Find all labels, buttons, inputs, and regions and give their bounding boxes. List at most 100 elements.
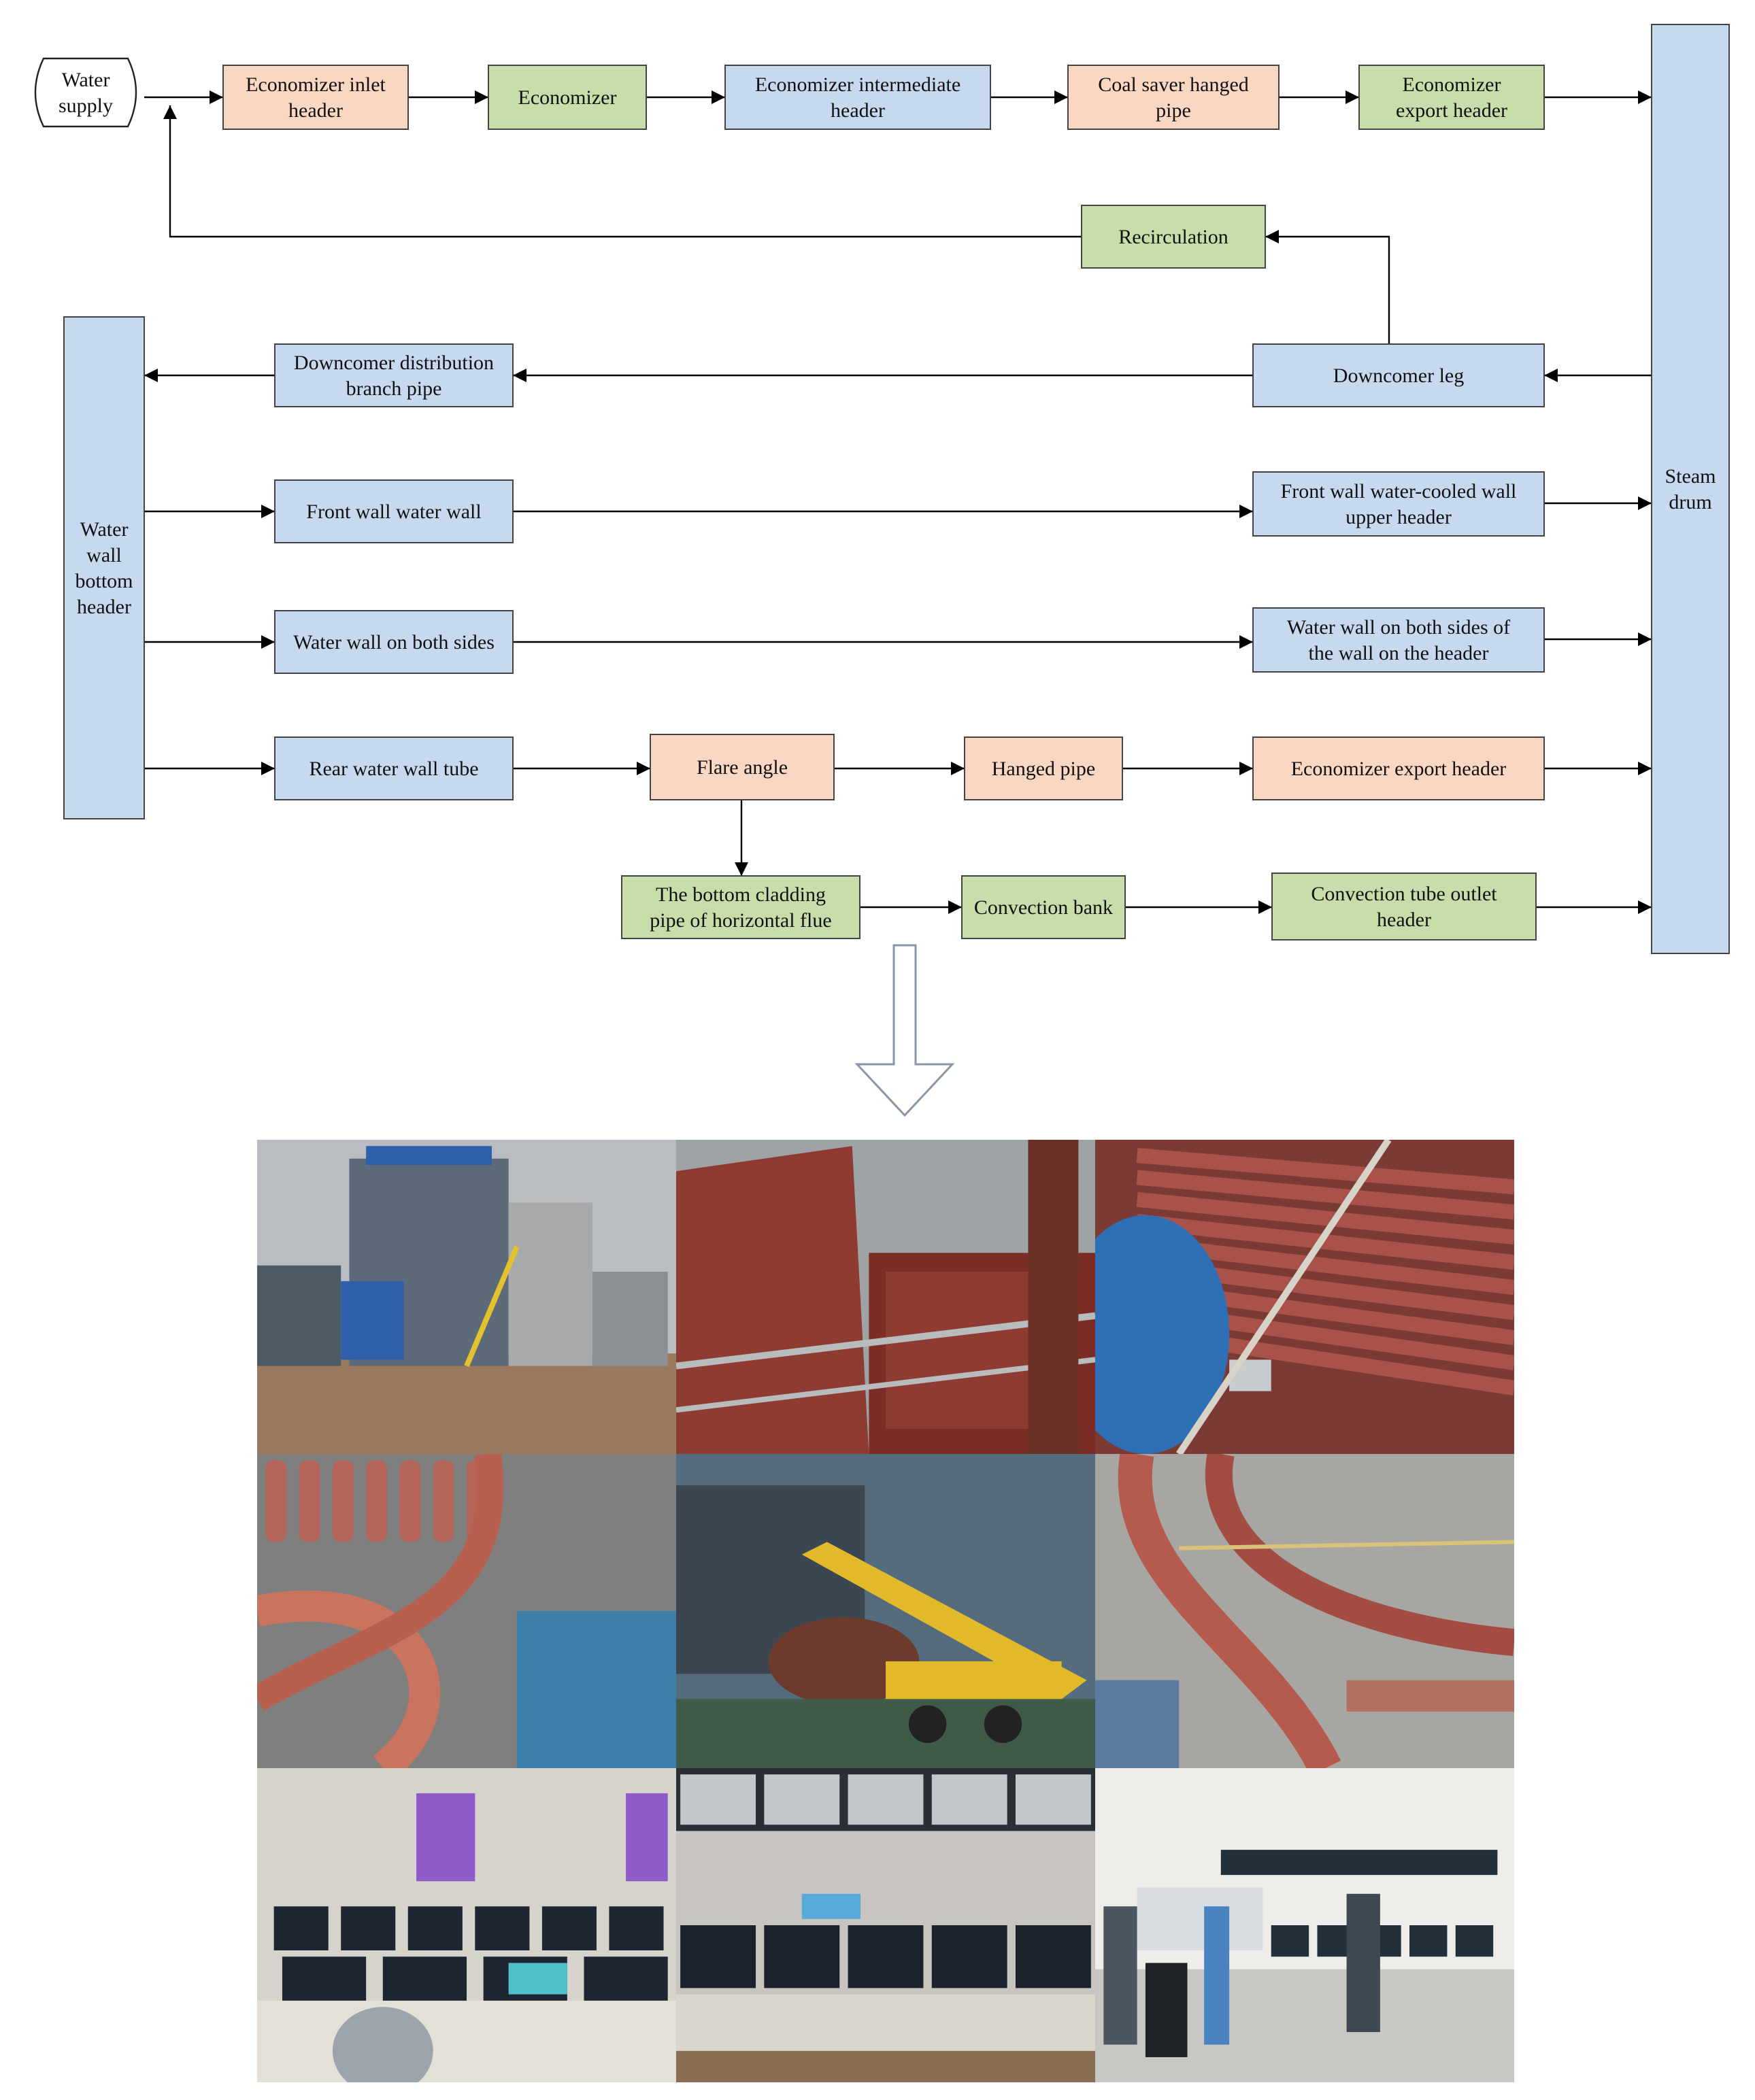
- node-coal-saver-label-2: pipe: [1156, 99, 1191, 122]
- red-panel-frame-photo-image: [676, 1140, 1095, 1454]
- boiler-building-photo-shape-6: [257, 1265, 341, 1366]
- node-water-supply-label-2: supply: [58, 95, 113, 117]
- node-hanged-label-1: Hanged pipe: [992, 758, 1095, 780]
- red-tube-bank-photo: [1095, 1140, 1514, 1454]
- control-room-photo-2-shape-6: [1015, 1774, 1091, 1825]
- node-flare-label-1: Flare angle: [697, 756, 788, 779]
- node-ww-bottom-label-3: bottom: [75, 570, 133, 592]
- control-room-photo-2-shape-8: [764, 1925, 840, 1988]
- control-room-photo-1-shape-9: [609, 1906, 664, 1950]
- node-steam-drum-box: [1651, 24, 1730, 954]
- node-rear-ww: Rear water wall tube: [274, 736, 514, 800]
- node-bottom-cladding-box: [621, 875, 860, 939]
- node-downcomer-dist-label-1: Downcomer distribution: [294, 352, 494, 374]
- red-pipe-bends-photo-image: [257, 1454, 676, 1768]
- pipe-welding-photo-shape-4: [1179, 1540, 1514, 1551]
- node-coal-saver-box: [1067, 65, 1280, 130]
- pipe-welding-photo-image: [1095, 1454, 1514, 1768]
- node-conv-outlet-label-2: header: [1377, 909, 1431, 931]
- node-econ-inter-label-2: header: [831, 99, 885, 122]
- red-tube-bank-photo-shape-10: [1095, 1215, 1230, 1454]
- red-pipe-bends-photo-shape-5: [399, 1460, 421, 1542]
- node-recirculation: Recirculation: [1081, 205, 1266, 269]
- control-room-photo-1-shape-5: [341, 1906, 396, 1950]
- node-ww-both-header-label-2: the wall on the header: [1309, 642, 1489, 664]
- node-downcomer-leg: Downcomer leg: [1252, 343, 1545, 407]
- crane-truck-photo-shape-5: [676, 1699, 1095, 1768]
- red-pipe-bends-photo-shape-1: [265, 1460, 287, 1542]
- pipe-welding-photo-shape-5: [1346, 1680, 1514, 1712]
- red-tube-bank-photo-shape-1: [1136, 1148, 1514, 1195]
- red-tube-bank-photo-shape-2: [1136, 1170, 1514, 1220]
- node-hanged: Hanged pipe: [964, 736, 1123, 800]
- node-ww-both-header: Water wall on both sides of the wall on t…: [1252, 607, 1545, 673]
- control-room-photo-2-shape-3: [764, 1774, 840, 1825]
- control-room-photo-2-shape-11: [1015, 1925, 1091, 1988]
- node-ww-bottom: Water wall bottom header: [63, 316, 145, 819]
- node-econ-export-top-label-1: Economizer: [1403, 73, 1501, 96]
- node-recirculation-box: [1081, 205, 1266, 269]
- node-front-upper-label-2: upper header: [1346, 506, 1452, 528]
- red-pipe-bends-photo-shape-9: [257, 1454, 504, 1711]
- control-room-photo-1-shape-4: [273, 1906, 329, 1950]
- boiler-building-photo-shape-4: [508, 1202, 592, 1366]
- control-room-photo-3-shape-8: [1455, 1925, 1494, 1957]
- red-pipe-bends-photo-shape-4: [366, 1460, 387, 1542]
- node-economizer-label-1: Economizer: [518, 86, 617, 109]
- boiler-building-photo-shape-5: [592, 1272, 668, 1366]
- crane-truck-photo-image: [676, 1454, 1095, 1768]
- node-front-upper-box: [1252, 471, 1545, 537]
- node-rear-ww-box: [274, 736, 514, 800]
- control-room-photo-1-shape-10: [282, 1957, 367, 2001]
- node-rear-ww-label-1: Rear water wall tube: [309, 758, 478, 780]
- node-water-supply-shape: [34, 57, 137, 128]
- node-econ-export-bottom-box: [1252, 736, 1545, 800]
- node-ww-both-label-1: Water wall on both sides: [293, 631, 495, 654]
- red-tube-bank-photo-image: [1095, 1140, 1514, 1454]
- node-bottom-cladding-label-1: The bottom cladding: [656, 883, 826, 906]
- node-ww-both-header-label-1: Water wall on both sides of: [1287, 616, 1510, 639]
- crane-truck-photo-shape-3: [801, 1542, 1087, 1699]
- control-room-photo-1-shape-11: [382, 1957, 467, 2001]
- control-room-photo-2: [676, 1768, 1095, 2082]
- red-pipe-bends-photo-shape-8: [257, 1590, 441, 1768]
- node-conv-outlet-label-1: Convection tube outlet: [1311, 883, 1497, 905]
- crane-truck-photo-shape-4: [886, 1661, 1062, 1706]
- control-room-photo-2-shape-5: [931, 1774, 1007, 1825]
- red-pipe-bends-photo-shape-3: [332, 1460, 354, 1542]
- control-room-photo-2-shape-14: [676, 2050, 1095, 2082]
- boiler-building-photo-shape-7: [341, 1281, 404, 1360]
- control-room-photo-3-shape-4: [1271, 1925, 1309, 1957]
- pipe-welding-photo-shape-2: [1205, 1454, 1514, 1657]
- node-ww-both: Water wall on both sides: [274, 610, 514, 674]
- node-front-ww-box: [274, 479, 514, 543]
- red-panel-frame-photo-shape-6: [1028, 1140, 1079, 1454]
- boiler-building-photo-image: [257, 1140, 676, 1454]
- control-room-photo-3-image: [1095, 1768, 1514, 2082]
- control-room-photo-1: [257, 1768, 676, 2082]
- red-pipe-bends-photo-shape-2: [299, 1460, 320, 1542]
- node-recirculation-label-1: Recirculation: [1118, 226, 1228, 248]
- node-steam-drum-label-1: Steam: [1665, 465, 1716, 488]
- node-steam-drum-label-2: drum: [1669, 491, 1711, 513]
- node-convection-bank-label-1: Convection bank: [974, 896, 1113, 919]
- control-room-photo-3-shape-1: [1220, 1850, 1498, 1876]
- pipe-welding-photo-shape-3: [1095, 1680, 1180, 1768]
- node-ww-bottom-label-4: header: [77, 596, 131, 618]
- node-ww-bottom-label-1: Water: [80, 518, 129, 541]
- node-ww-bottom-label-2: wall: [86, 544, 122, 566]
- edge-downcomer-leg-to-recirculation: [1265, 230, 1390, 344]
- down-arrow-icon: [854, 944, 955, 1117]
- node-conv-outlet: Convection tube outlet header: [1271, 873, 1537, 941]
- red-panel-frame-photo-shape-4: [676, 1312, 1095, 1370]
- boiler-building-photo: [257, 1140, 676, 1454]
- control-room-photo-1-shape-14: [508, 1963, 567, 1995]
- control-room-photo-2-shape-9: [848, 1925, 924, 1988]
